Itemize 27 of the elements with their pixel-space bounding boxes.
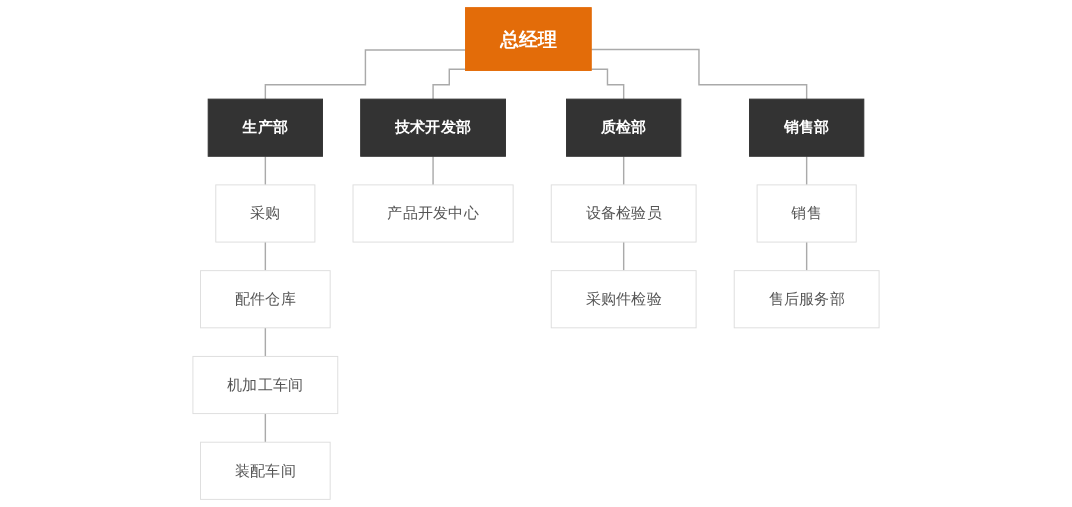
node-box: 产品开发中心	[352, 184, 514, 243]
connector	[590, 68, 625, 100]
connector	[590, 48, 808, 100]
connector	[622, 241, 625, 272]
node-box: 售后服务部	[733, 270, 880, 329]
connector	[264, 155, 267, 186]
node-box: 装配车间	[200, 441, 331, 500]
connector	[264, 327, 267, 358]
connector	[432, 155, 434, 186]
node-box: 质检部	[566, 98, 682, 157]
node-box: 设备检验员	[550, 184, 697, 243]
connector	[264, 241, 267, 272]
node-box: 技术开发部	[360, 98, 506, 157]
node-box: 总经理	[465, 7, 592, 71]
node-box: 生产部	[207, 98, 323, 157]
connector	[432, 68, 467, 100]
node-box: 采购件检验	[550, 270, 697, 329]
connector	[264, 412, 267, 443]
connector	[622, 155, 625, 186]
node-box: 配件仓库	[200, 270, 331, 329]
node-box: 采购	[215, 184, 316, 243]
connector	[805, 241, 808, 272]
node-box: 销售部	[749, 98, 865, 157]
connector	[805, 155, 808, 186]
connector	[264, 49, 467, 100]
node-box: 机加工车间	[192, 355, 339, 415]
node-box: 销售	[756, 184, 857, 243]
